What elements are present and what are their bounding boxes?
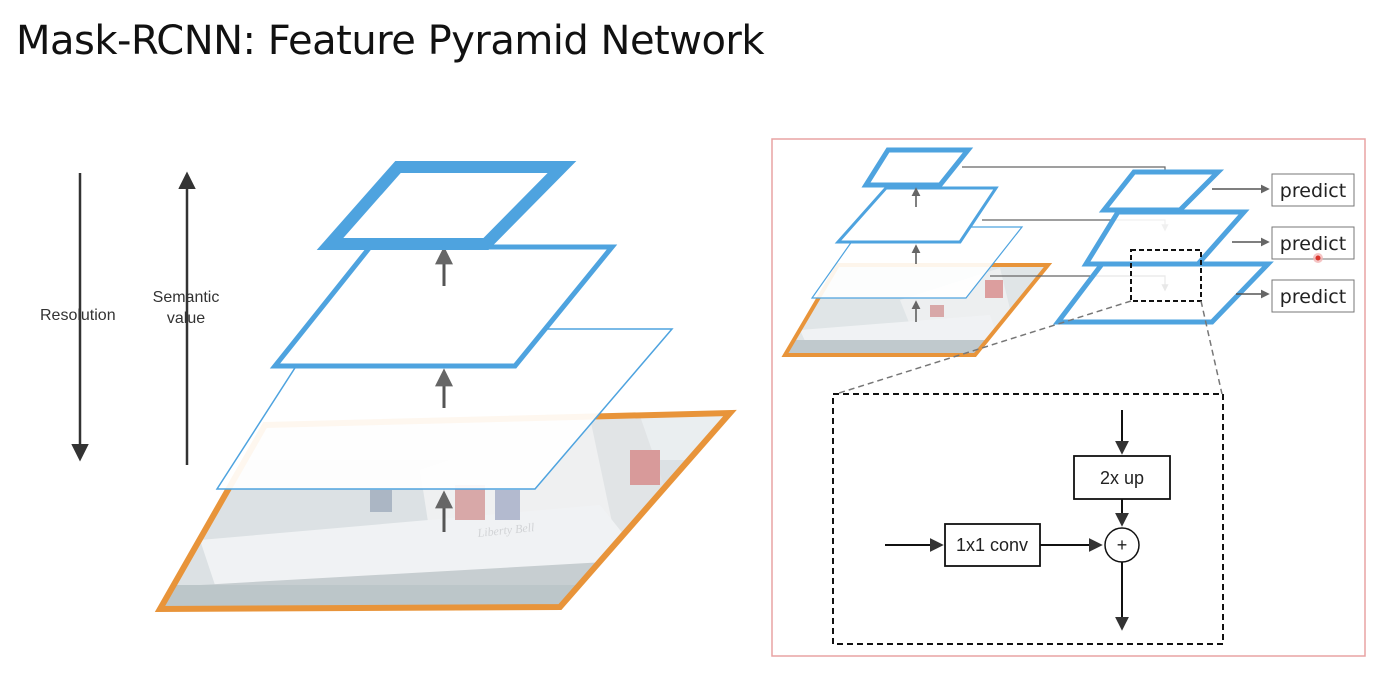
semantic-value-axis: Semantic value xyxy=(153,171,220,465)
conv1x1-label: 1x1 conv xyxy=(956,535,1028,555)
merge-detail-box xyxy=(832,393,1224,645)
resolution-label: Resolution xyxy=(40,307,116,324)
zoom-line-right xyxy=(1200,300,1223,395)
predict-label-3: predict xyxy=(1280,286,1346,308)
slide-title: Mask-RCNN: Feature Pyramid Network xyxy=(16,18,765,64)
upsample-block: 2x up xyxy=(1073,455,1171,500)
feature-map-level-1 xyxy=(215,328,674,490)
predict-label-2: predict xyxy=(1280,233,1346,255)
conv1x1-block: 1x1 conv xyxy=(944,523,1041,567)
feature-map-level-3 xyxy=(316,161,577,250)
cursor-pointer-icon xyxy=(1313,253,1323,263)
boat-hull-text: Liberty Bell xyxy=(476,520,536,540)
small-bottom-up-level-2 xyxy=(834,186,999,244)
semantic-label-line1: Semantic xyxy=(153,289,220,306)
feature-map-level-2 xyxy=(269,244,618,369)
predict-box-3: predict xyxy=(1271,279,1355,313)
elementwise-add-node: + xyxy=(1104,527,1140,563)
semantic-label-line2: value xyxy=(167,310,205,327)
zoom-line-left xyxy=(835,300,1132,395)
predict-box-1: predict xyxy=(1271,173,1355,207)
upsample-label: 2x up xyxy=(1100,468,1144,488)
small-bottom-up-level-3 xyxy=(861,147,974,188)
resolution-axis: Resolution xyxy=(40,173,116,462)
add-symbol: + xyxy=(1117,535,1128,555)
predict-box-2: predict xyxy=(1271,226,1355,260)
predict-label-1: predict xyxy=(1280,180,1346,202)
detail-focus-box xyxy=(1130,249,1202,302)
